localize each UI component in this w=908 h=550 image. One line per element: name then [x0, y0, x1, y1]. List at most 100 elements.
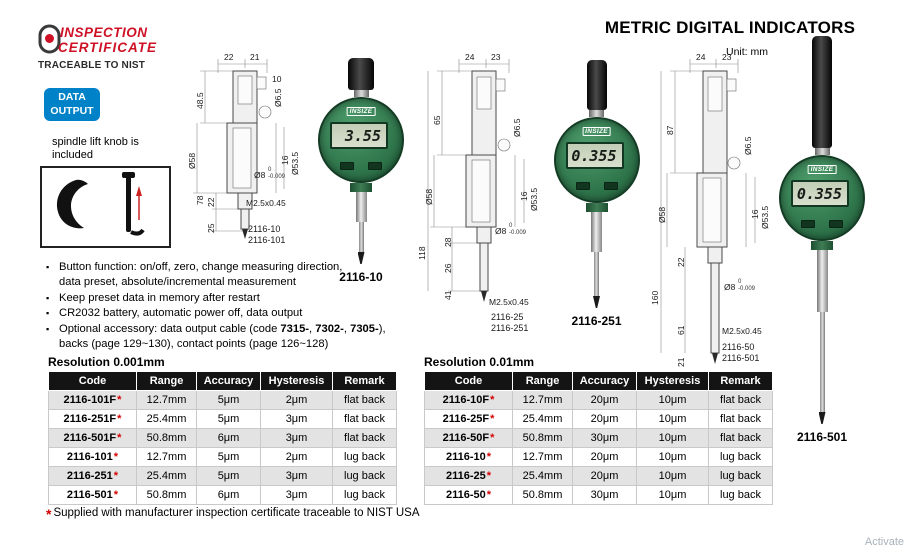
range-cell: 12.7mm — [512, 447, 573, 467]
accuracy-cell: 6μm — [196, 485, 261, 505]
traceable-to-nist-label: TRACEABLE TO NIST — [38, 60, 146, 71]
model-label: 2116-251 — [571, 314, 622, 328]
dimension-label: 160 — [650, 290, 660, 305]
drawing-code-label: 2116-101 — [248, 235, 286, 245]
dimension-label: Ø53.5 — [529, 187, 539, 211]
certificate-seal-icon — [38, 24, 62, 61]
dimension-label: M2.5x0.45 — [246, 198, 286, 208]
range-cell: 25.4mm — [136, 409, 197, 429]
collar — [353, 90, 369, 97]
column-header-code: Code — [48, 372, 137, 391]
contact-point — [593, 296, 600, 308]
hysteresis-cell: 2μm — [260, 390, 333, 410]
dimension-label: Ø6.5 — [512, 118, 522, 137]
contact-point — [818, 412, 826, 424]
feature-line: ▪Button function: on/off, zero, change m… — [46, 261, 343, 273]
code-cell: 2116-501F* — [48, 428, 137, 448]
dial-buttons — [575, 182, 618, 190]
indicator-photo-2116-10: INSIZE 3.55 2116-10 — [316, 58, 406, 284]
dimension-label: Ø58 — [657, 206, 667, 223]
certificate-asterisk: * — [117, 394, 122, 406]
resolution-title-0001: Resolution 0.001mm — [48, 355, 165, 369]
remark-cell: flat back — [708, 390, 773, 410]
data-output-line-1: DATA — [58, 91, 86, 104]
remark-cell: flat back — [332, 428, 397, 448]
dimension-label: 22 — [206, 197, 216, 207]
dimension-label: 16 — [750, 209, 760, 219]
dial-button — [801, 220, 815, 228]
dimension-label: 24 — [696, 52, 706, 62]
code-cell: 2116-50F* — [424, 428, 513, 448]
accuracy-cell: 20μm — [572, 409, 637, 429]
dimension-label: 16 — [280, 155, 290, 165]
code-cell: 2116-50* — [424, 485, 513, 505]
remark-cell: lug back — [332, 447, 397, 467]
feature-line: backs (page 129~130), contact points (pa… — [59, 338, 329, 351]
accuracy-cell: 5μm — [196, 390, 261, 410]
hysteresis-cell: 2μm — [260, 447, 333, 467]
dial-button — [603, 182, 618, 190]
accuracy-cell: 20μm — [572, 390, 637, 410]
lcd-display: 3.55 — [330, 122, 388, 149]
remark-cell: lug back — [708, 466, 773, 486]
range-cell: 12.7mm — [512, 390, 573, 410]
certificate-asterisk: * — [113, 489, 119, 501]
certificate-asterisk: * — [490, 413, 495, 425]
stem-neck — [585, 203, 608, 212]
range-cell: 12.7mm — [136, 390, 197, 410]
spindle-rod — [594, 252, 599, 296]
column-header-remark: Remark — [332, 372, 397, 391]
resolution-title-001: Resolution 0.01mm — [424, 355, 535, 369]
column-header-remark: Remark — [708, 372, 773, 391]
model-label: 2116-501 — [796, 430, 848, 444]
remark-cell: flat back — [332, 390, 397, 410]
remark-cell: flat back — [708, 428, 773, 448]
spindle-note-line-2: included — [52, 148, 93, 161]
dial-button — [368, 162, 382, 170]
accuracy-cell: 30μm — [572, 485, 637, 505]
collar — [589, 110, 604, 117]
indicator-dial: INSIZE 0.355 — [779, 155, 865, 241]
hysteresis-cell: 10μm — [636, 485, 709, 505]
feature-line: ▪CR2032 battery, automatic power off, da… — [46, 307, 303, 320]
feature-line: ▪Optional accessory: data output cable (… — [46, 322, 386, 335]
collar — [814, 148, 830, 155]
range-cell: 50.8mm — [512, 485, 573, 505]
hysteresis-cell: 10μm — [636, 390, 709, 410]
dimension-label: 0 — [738, 279, 742, 285]
code-cell: 2116-25F* — [424, 409, 513, 429]
indicator-photo-2116-251: INSIZE 0.355 2116-251 — [549, 60, 644, 328]
spindle-cap — [586, 60, 607, 110]
dimension-label: Ø8 — [495, 226, 507, 236]
accuracy-cell: 5μm — [196, 466, 261, 486]
dimension-label: Ø6.5 — [743, 136, 753, 155]
certificate-asterisk: * — [486, 451, 492, 463]
certificate-asterisk: * — [117, 413, 122, 425]
accuracy-cell: 20μm — [572, 466, 637, 486]
logo-line-1: INSPECTION — [60, 25, 148, 40]
remark-cell: lug back — [708, 485, 773, 505]
hysteresis-cell: 3μm — [260, 409, 333, 429]
inspection-certificate-logo: INSPECTION CERTIFICATE TRACEABLE TO NIST — [38, 24, 213, 74]
hysteresis-cell: 3μm — [260, 485, 333, 505]
stem — [591, 212, 602, 252]
dimension-label: 16 — [519, 191, 529, 201]
range-cell: 25.4mm — [512, 466, 573, 486]
dimension-label: -0.009 — [268, 174, 286, 180]
spindle-rod — [358, 222, 364, 252]
brand-logo: INSIZE — [582, 127, 611, 136]
drawing-code-label: 2116-50 — [722, 342, 755, 352]
dimension-label: 24 — [465, 52, 475, 62]
